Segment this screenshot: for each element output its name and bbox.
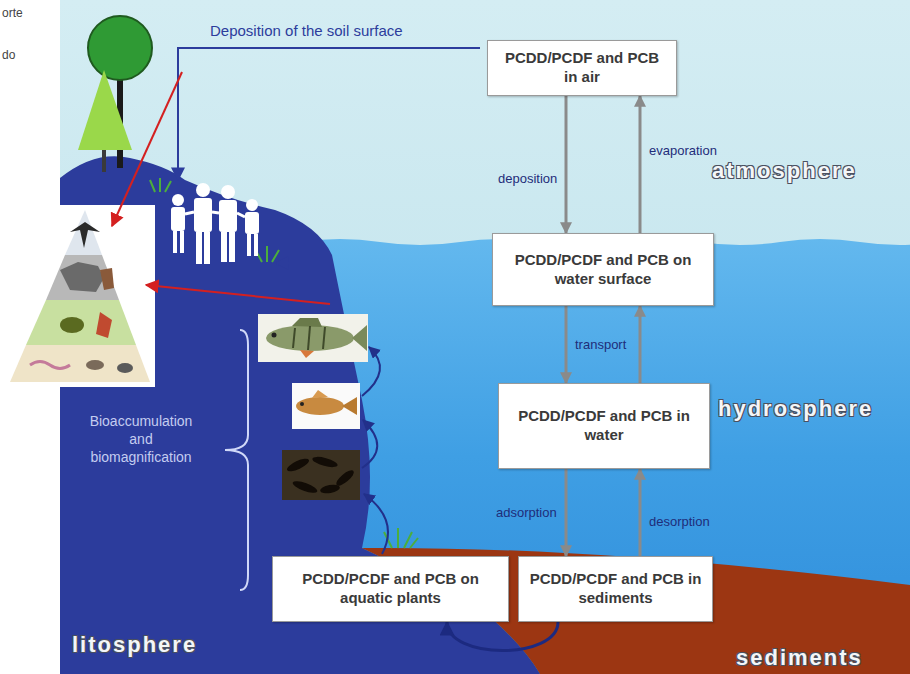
box-text: PCDD/PCDF and PCB in air	[498, 49, 666, 87]
process-note: Bioaccumulation and biomagnification	[78, 412, 204, 467]
flow-label: evaporation	[649, 143, 717, 158]
sphere-name: litosphere	[72, 632, 197, 658]
compartment-box: PCDD/PCDF and PCB on water surface	[492, 233, 714, 306]
compartment-box: PCDD/PCDF and PCB in sediments	[518, 556, 713, 622]
compartment-box: PCDD/PCDF and PCB in air	[487, 40, 677, 96]
flow-label: adsorption	[496, 505, 557, 520]
sphere-name: atmosphere	[712, 158, 857, 184]
flow-arrow	[565, 306, 568, 383]
box-text: PCDD/PCDF and PCB on water surface	[503, 251, 703, 289]
box-text: PCDD/PCDF and PCB in water	[509, 407, 699, 445]
box-text: PCDD/PCDF and PCB in sediments	[529, 570, 702, 608]
fragment-text: do	[2, 48, 15, 62]
compartment-box: PCDD/PCDF and PCB on aquatic plants	[272, 556, 509, 622]
flow-arrow	[639, 306, 642, 383]
flow-arrow	[639, 96, 642, 233]
flow-label: Deposition of the soil surface	[210, 22, 403, 39]
flow-label: transport	[575, 337, 626, 352]
sphere-name: sediments	[736, 645, 863, 671]
flow-arrow	[565, 469, 568, 556]
flow-label: deposition	[498, 171, 557, 186]
flow-arrow	[639, 469, 642, 556]
compartment-box: PCDD/PCDF and PCB in water	[498, 383, 710, 469]
sphere-name: hydrosphere	[718, 396, 873, 422]
flow-arrow	[565, 96, 568, 233]
box-text: PCDD/PCDF and PCB on aquatic plants	[283, 570, 498, 608]
flow-label: desorption	[649, 514, 710, 529]
flow-arrow	[447, 622, 558, 651]
fragment-text: orte	[2, 6, 23, 20]
